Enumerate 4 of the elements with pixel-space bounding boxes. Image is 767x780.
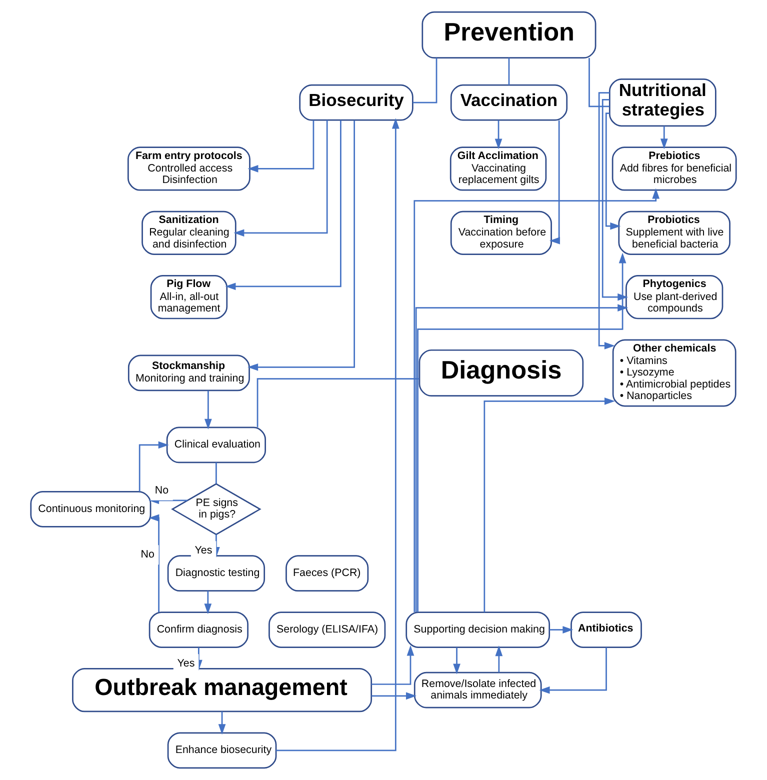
edge-label: No xyxy=(154,484,169,496)
edge-label: Yes xyxy=(177,658,195,670)
edge-label: Yes xyxy=(194,544,212,557)
edge-label: No xyxy=(140,548,154,561)
